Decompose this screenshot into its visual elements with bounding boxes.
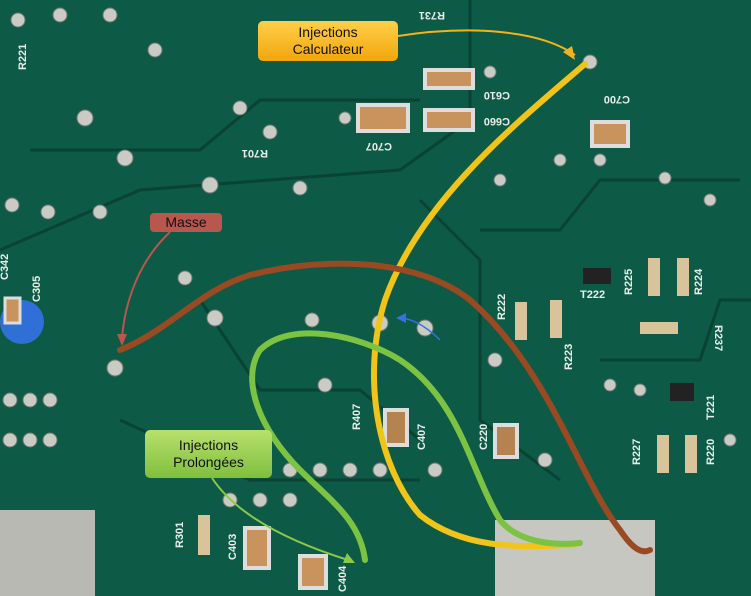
callout-line: Injections bbox=[178, 437, 239, 453]
callout-injections-prolongees: Injections Prolongées bbox=[145, 430, 272, 478]
silk-label: C404 bbox=[337, 565, 349, 592]
silk-label: C305 bbox=[31, 276, 43, 302]
callout-line: Injections bbox=[298, 24, 358, 40]
silk-label: R221 bbox=[17, 44, 29, 70]
silk-label: R224 bbox=[693, 268, 705, 295]
callout-injections-calculateur: Injections Calculateur bbox=[258, 21, 398, 61]
silk-label: R407 bbox=[351, 404, 363, 430]
silk-label: R222 bbox=[496, 294, 508, 320]
silk-label: R237 bbox=[712, 325, 724, 351]
silk-label: R225 bbox=[623, 269, 635, 295]
calculateur-arrow bbox=[397, 29, 576, 56]
arrow-head-icon bbox=[396, 313, 406, 323]
silk-label: T221 bbox=[705, 395, 717, 420]
silk-label: C220 bbox=[478, 424, 490, 450]
solder-pads bbox=[2, 7, 737, 508]
callout-masse: Masse bbox=[150, 213, 222, 232]
metal-shield bbox=[0, 510, 95, 596]
silk-label: R220 bbox=[705, 439, 717, 465]
silkscreen-labels: R221 C342 C305 R731 C610 C660 C700 C707 … bbox=[0, 9, 724, 592]
silk-label: C707 bbox=[366, 140, 392, 152]
smd-components bbox=[3, 68, 697, 590]
brown-wire bbox=[117, 260, 653, 555]
silk-label: R227 bbox=[631, 439, 643, 465]
silk-label: C342 bbox=[0, 254, 11, 280]
arrow-head-icon bbox=[117, 334, 127, 346]
masse-arrow bbox=[121, 231, 171, 339]
callout-line: Calculateur bbox=[292, 41, 364, 57]
silk-label: R301 bbox=[174, 522, 186, 548]
prolongees-arrow bbox=[211, 477, 349, 561]
callout-line: Prolongées bbox=[173, 454, 244, 470]
metal-shield bbox=[495, 520, 655, 596]
silk-label: T222 bbox=[580, 289, 605, 301]
silk-label: C403 bbox=[227, 534, 239, 560]
silk-label: C660 bbox=[484, 115, 510, 127]
arrow-head-icon bbox=[563, 46, 575, 60]
silk-label: C407 bbox=[416, 424, 428, 450]
silk-label: C700 bbox=[604, 93, 630, 105]
yellow-wire bbox=[370, 61, 588, 550]
silk-label: R701 bbox=[242, 147, 268, 159]
silk-label: R223 bbox=[563, 344, 575, 370]
silk-label: R731 bbox=[419, 9, 445, 21]
green-wire bbox=[249, 330, 583, 563]
arrow-head-icon bbox=[343, 553, 355, 563]
silk-label: C610 bbox=[484, 89, 510, 101]
